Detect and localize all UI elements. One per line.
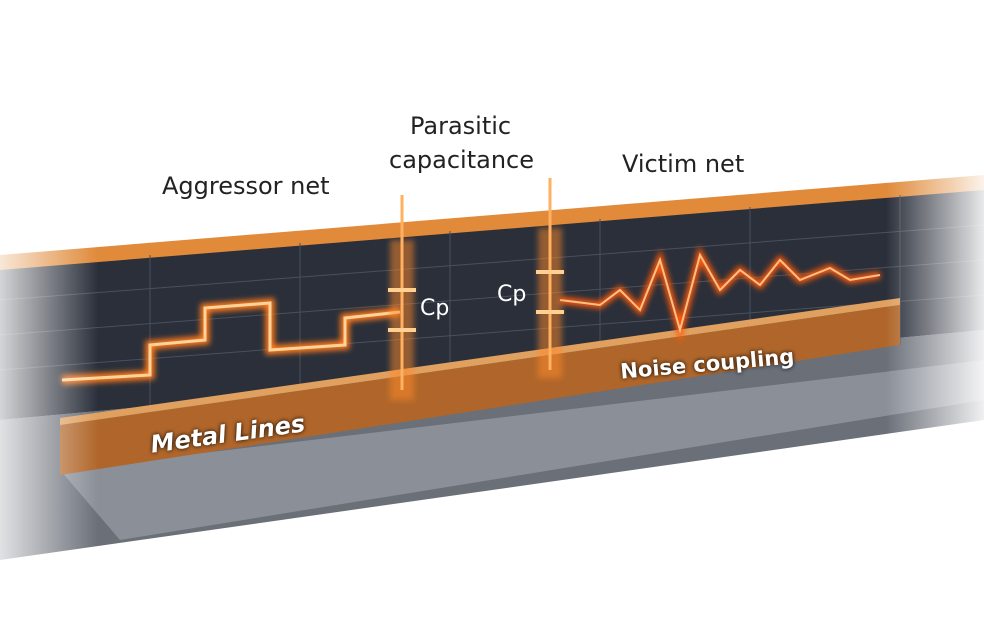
parasitic-label-line2: capacitance [389,146,534,174]
cp-left-label: Cp [420,296,450,321]
parasitic-label-line1: Parasitic [410,112,512,140]
victim-label: Victim net [622,150,745,178]
cp-right-label: Cp [497,282,527,307]
aggressor-label: Aggressor net [162,172,330,200]
